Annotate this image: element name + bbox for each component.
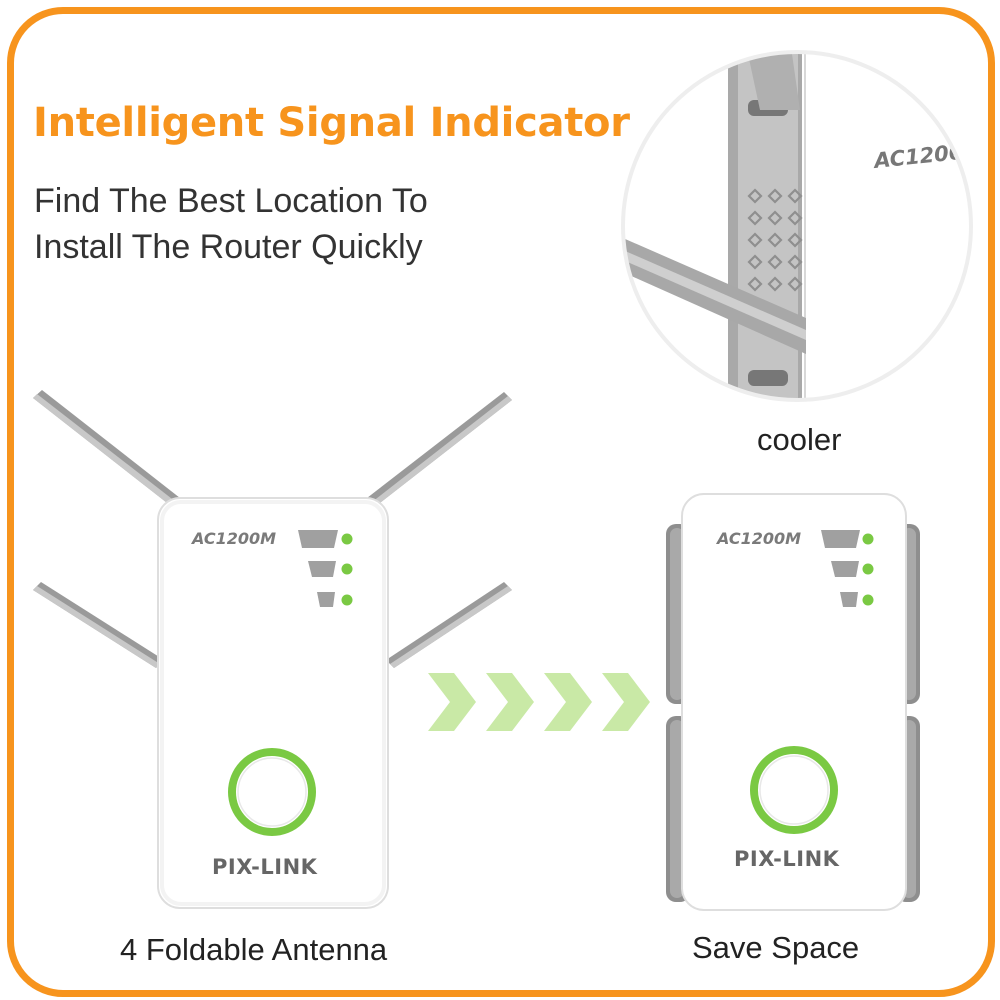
led-dot-icon bbox=[341, 533, 353, 606]
chevron-right-icon bbox=[486, 673, 534, 731]
model-label: AC1200M bbox=[190, 529, 276, 548]
caption-save-space: Save Space bbox=[692, 930, 860, 965]
subheadline-line-2: Install The Router Quickly bbox=[34, 228, 423, 266]
antenna-top-right bbox=[367, 392, 512, 506]
subheadline-line-1: Find The Best Location To bbox=[34, 182, 428, 220]
antenna-bottom-right bbox=[386, 582, 512, 668]
signal-bars-icon bbox=[821, 530, 860, 607]
headline: Intelligent Signal Indicator bbox=[33, 100, 630, 146]
antenna-bottom-left bbox=[33, 582, 164, 668]
power-ring-icon bbox=[228, 748, 316, 836]
brand-label: PIX-LINK bbox=[212, 855, 318, 879]
chevron-right-icon bbox=[602, 673, 650, 731]
antenna-top-left bbox=[33, 390, 180, 506]
zoom-detail-circle: AC1200 bbox=[621, 50, 973, 402]
model-label: AC1200M bbox=[715, 529, 801, 548]
router-unfolded: AC1200M PIX-LINK bbox=[33, 390, 512, 909]
chevron-right-icon bbox=[544, 673, 592, 731]
power-ring-icon bbox=[750, 746, 838, 834]
chevron-right-icon bbox=[428, 673, 476, 731]
brand-label: PIX-LINK bbox=[734, 847, 840, 871]
caption-antenna: 4 Foldable Antenna bbox=[120, 932, 388, 967]
caption-cooler: cooler bbox=[757, 422, 842, 457]
signal-bars-icon bbox=[298, 530, 338, 607]
router-folded: AC1200M PIX-LINK bbox=[666, 493, 920, 911]
transition-arrows bbox=[428, 673, 650, 731]
led-dot-icon bbox=[862, 533, 874, 606]
vent-holes bbox=[747, 188, 803, 292]
